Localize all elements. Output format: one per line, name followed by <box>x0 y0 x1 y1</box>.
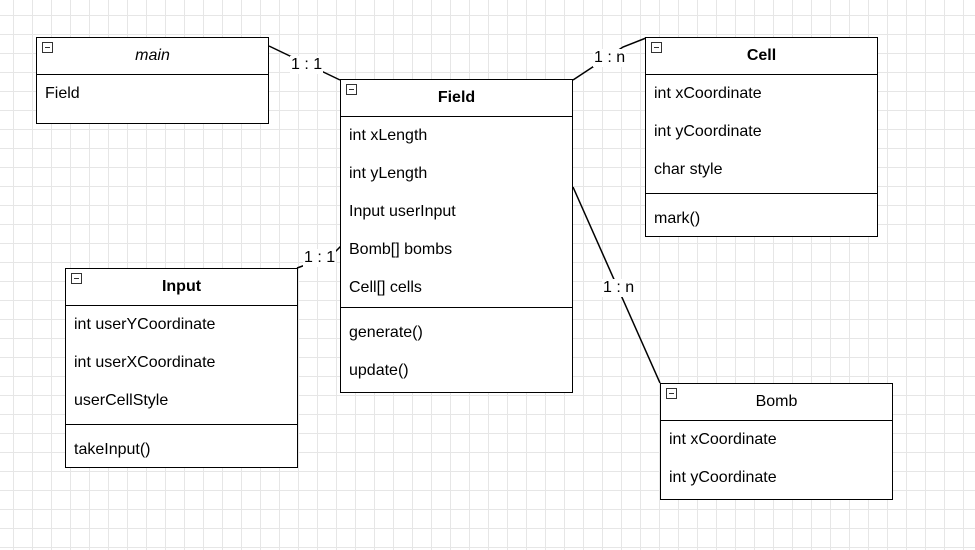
attribute: Bomb[] bombs <box>349 241 453 258</box>
attribute: Input userInput <box>349 203 456 220</box>
attribute: userCellStyle <box>74 392 169 409</box>
method: takeInput() <box>74 441 151 458</box>
main-field-multiplicity: 1 : 1 <box>290 56 324 74</box>
collapse-icon[interactable] <box>71 273 82 284</box>
attribute: int yCoordinate <box>654 123 762 140</box>
class-cell[interactable]: Cell int xCoordinate int yCoordinate cha… <box>645 37 878 237</box>
collapse-icon[interactable] <box>651 42 662 53</box>
method: generate() <box>349 324 423 341</box>
attribute: int xLength <box>349 127 428 144</box>
collapse-icon[interactable] <box>346 84 357 95</box>
methods-section: mark() <box>646 193 877 238</box>
collapse-icon[interactable] <box>42 42 53 53</box>
attribute: int userYCoordinate <box>74 316 216 333</box>
attributes-section: int xLength int yLength Input userInput … <box>341 117 572 307</box>
attributes-section: Field <box>37 75 268 113</box>
method: update() <box>349 362 409 379</box>
attributes-section: int xCoordinate int yCoordinate char sty… <box>646 75 877 189</box>
attribute: int userXCoordinate <box>74 354 216 371</box>
field-cell-multiplicity: 1 : n <box>593 49 627 67</box>
class-name: Input <box>161 278 202 295</box>
class-bomb[interactable]: Bomb int xCoordinate int yCoordinate <box>660 383 893 500</box>
class-main[interactable]: main Field <box>36 37 269 124</box>
attributes-section: int userYCoordinate int userXCoordinate … <box>66 306 297 420</box>
class-main-header: main <box>37 38 268 75</box>
attributes-section: int xCoordinate int yCoordinate <box>661 421 892 497</box>
attribute: Field <box>45 85 80 102</box>
class-input-header: Input <box>66 269 297 306</box>
class-name: Cell <box>746 47 777 64</box>
class-name: Field <box>437 89 476 106</box>
attribute: int xCoordinate <box>654 85 762 102</box>
attribute: char style <box>654 161 723 178</box>
attribute: int yCoordinate <box>669 469 777 486</box>
attribute: int xCoordinate <box>669 431 777 448</box>
methods-section: takeInput() <box>66 424 297 469</box>
field-input-multiplicity: 1 : 1 <box>303 249 337 267</box>
class-bomb-header: Bomb <box>661 384 892 421</box>
attribute: int yLength <box>349 165 428 182</box>
class-name: main <box>135 47 170 64</box>
class-cell-header: Cell <box>646 38 877 75</box>
methods-section: generate() update() <box>341 307 572 390</box>
class-input[interactable]: Input int userYCoordinate int userXCoord… <box>65 268 298 468</box>
class-field-header: Field <box>341 80 572 117</box>
method: mark() <box>654 210 701 227</box>
attribute: Cell[] cells <box>349 279 422 296</box>
field-cell-association[interactable] <box>572 37 647 81</box>
class-name: Bomb <box>755 393 798 410</box>
collapse-icon[interactable] <box>666 388 677 399</box>
class-field[interactable]: Field int xLength int yLength Input user… <box>340 79 573 393</box>
field-bomb-multiplicity: 1 : n <box>602 279 636 297</box>
